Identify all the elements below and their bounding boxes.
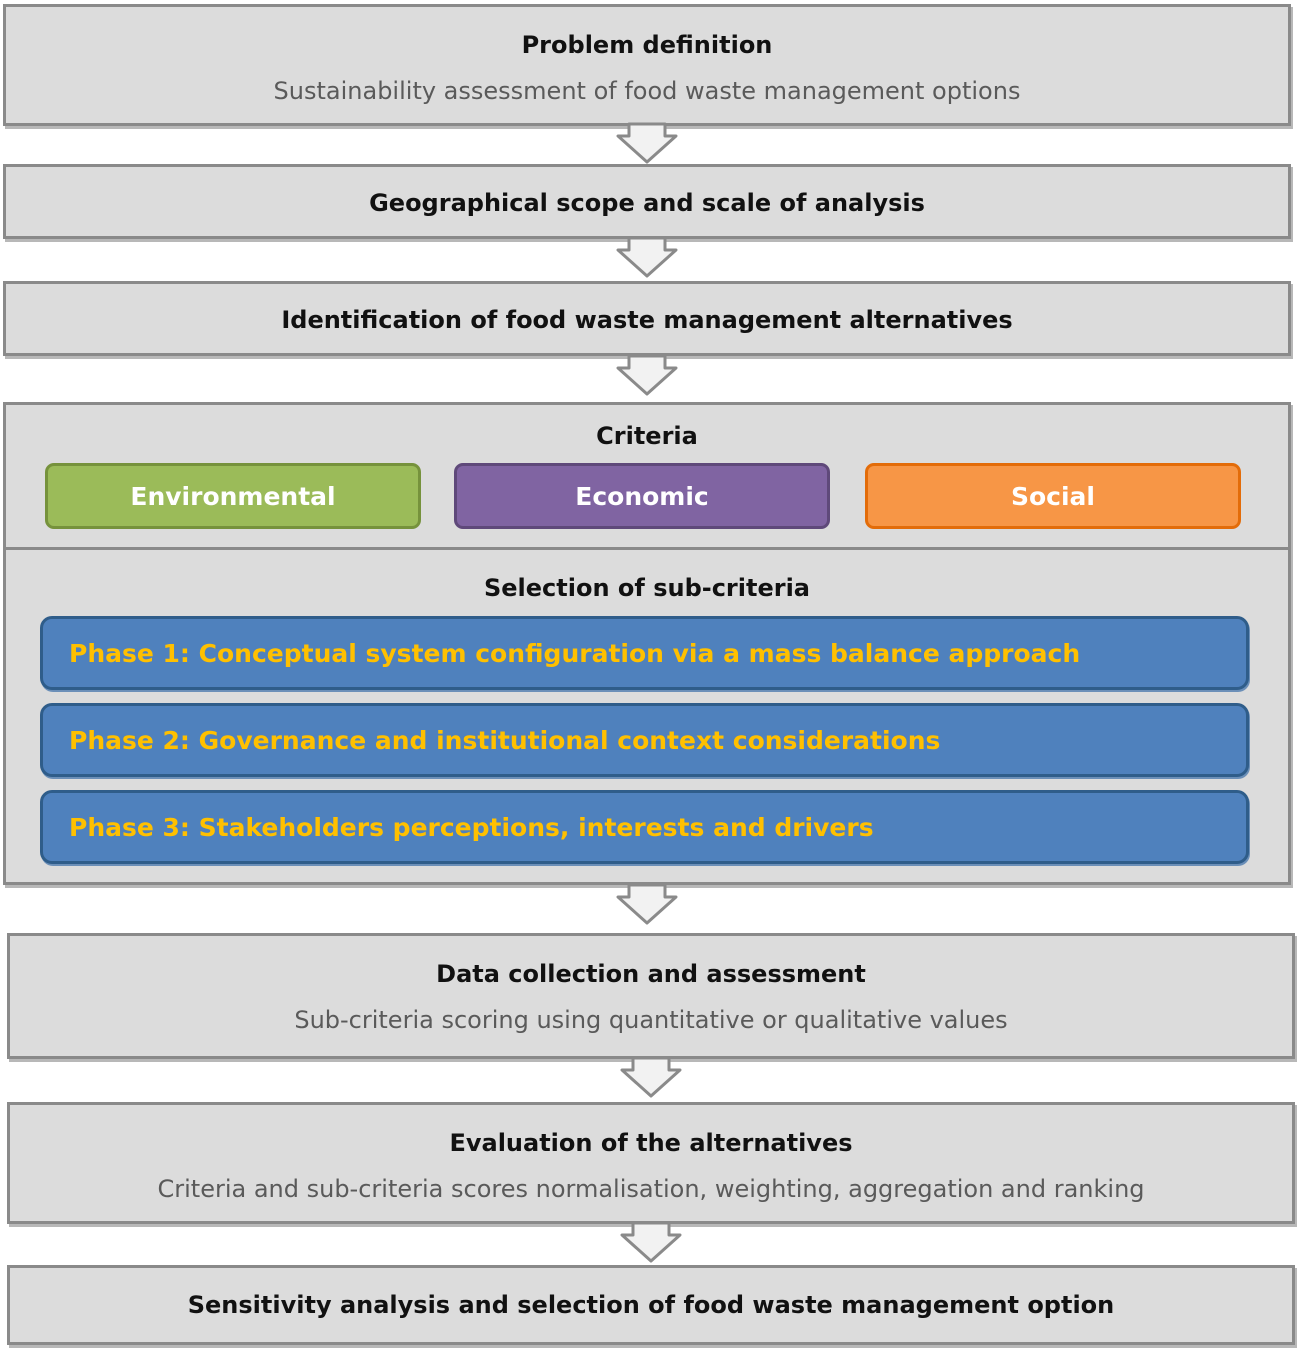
down-arrow-icon xyxy=(616,883,678,925)
alternatives-box: Identification of food waste management … xyxy=(3,281,1291,356)
problem-definition-title: Problem definition xyxy=(521,31,773,59)
criteria-title: Criteria xyxy=(596,422,698,450)
problem-definition-subtitle: Sustainability assessment of food waste … xyxy=(273,77,1021,105)
geographical-scope-title: Geographical scope and scale of analysis xyxy=(369,189,925,217)
data-collection-box: Data collection and assessment Sub-crite… xyxy=(7,933,1295,1059)
down-arrow-icon xyxy=(616,122,678,164)
problem-definition-box: Problem definition Sustainability assess… xyxy=(3,4,1291,126)
down-arrow-icon xyxy=(620,1221,682,1263)
down-arrow-icon xyxy=(620,1056,682,1098)
down-arrow-icon xyxy=(616,354,678,396)
alternatives-title: Identification of food waste management … xyxy=(281,306,1013,334)
data-collection-title: Data collection and assessment xyxy=(436,960,866,988)
criteria-environmental: Environmental xyxy=(45,463,421,529)
evaluation-title: Evaluation of the alternatives xyxy=(449,1129,853,1157)
criteria-economic: Economic xyxy=(454,463,830,529)
phase-1-bar: Phase 1: Conceptual system configuration… xyxy=(40,616,1249,690)
criteria-social: Social xyxy=(865,463,1241,529)
phase-2-bar: Phase 2: Governance and institutional co… xyxy=(40,703,1249,777)
phase-3-bar: Phase 3: Stakeholders perceptions, inter… xyxy=(40,790,1249,864)
geographical-scope-box: Geographical scope and scale of analysis xyxy=(3,164,1291,239)
evaluation-subtitle: Criteria and sub-criteria scores normali… xyxy=(157,1175,1145,1203)
data-collection-subtitle: Sub-criteria scoring using quantitative … xyxy=(294,1006,1008,1034)
evaluation-box: Evaluation of the alternatives Criteria … xyxy=(7,1102,1295,1224)
sensitivity-title: Sensitivity analysis and selection of fo… xyxy=(187,1291,1115,1319)
sensitivity-box: Sensitivity analysis and selection of fo… xyxy=(7,1265,1295,1345)
down-arrow-icon xyxy=(616,236,678,278)
subcriteria-title: Selection of sub-criteria xyxy=(483,574,810,602)
